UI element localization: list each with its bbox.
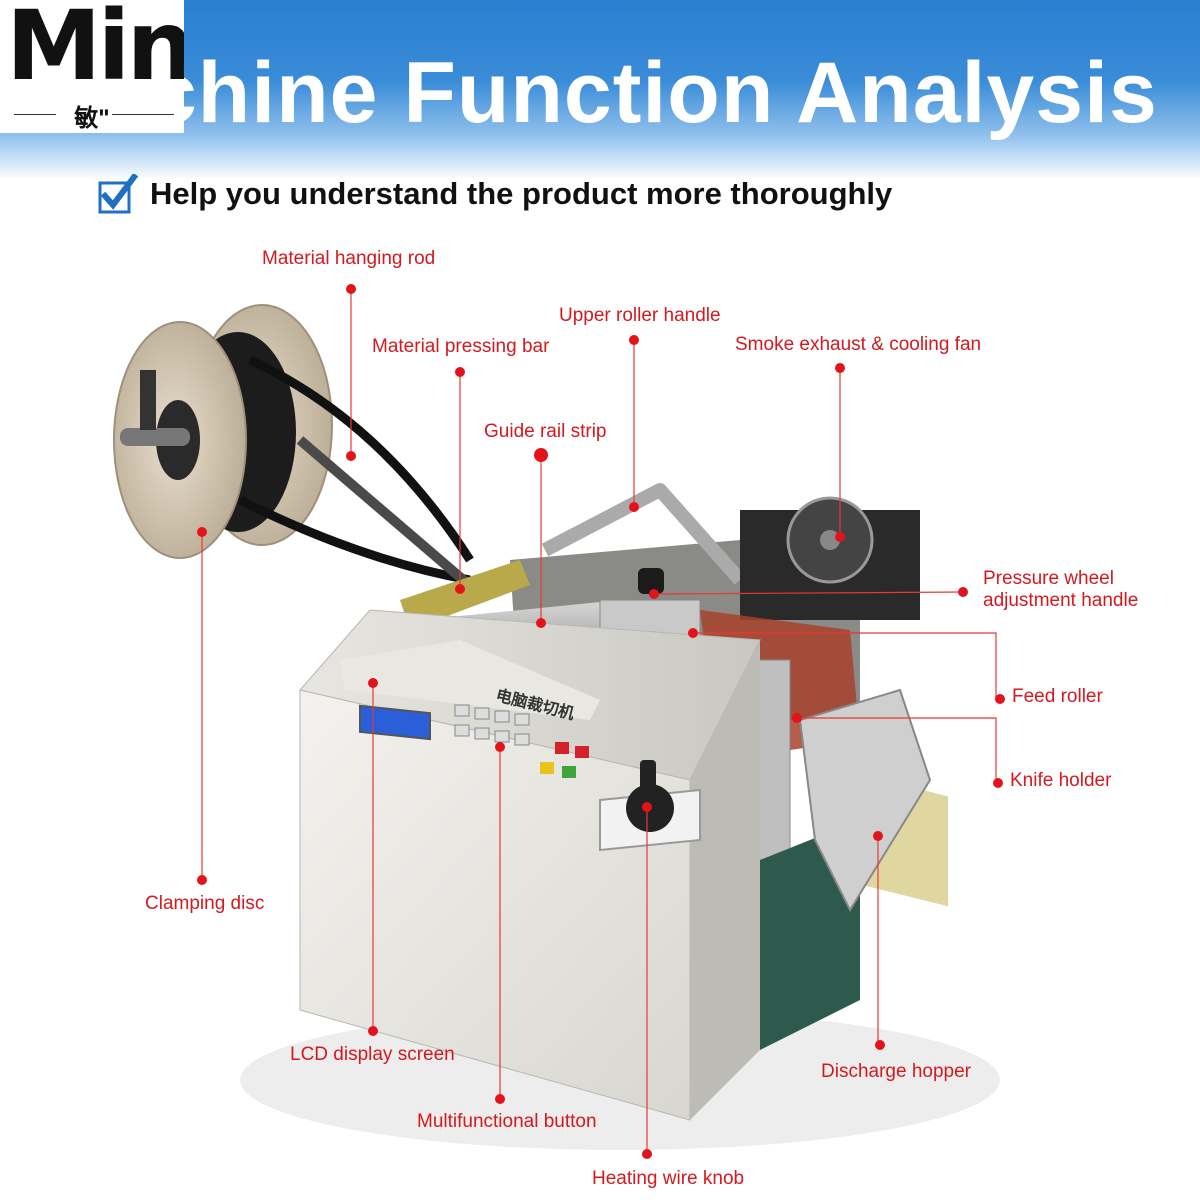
spool-axle [120,428,190,446]
callout-guide-rail-strip: Guide rail strip [484,421,607,442]
page-title: achine Function Analysis [100,45,1158,141]
logo-subtitle: 敏" [74,105,110,132]
lcd-screen-shape [359,704,431,741]
brand-logo: Min 敏" [0,0,184,133]
callout-discharge-hopper: Discharge hopper [821,1061,971,1082]
callout-heating-wire-knob: Heating wire knob [592,1168,745,1189]
fan-hub [820,530,840,550]
callout-pressure-wheel-handle: Pressure wheel adjustment handle [983,568,1139,611]
callout-knife-holder: Knife holder [1010,770,1112,791]
body-side [690,640,760,1120]
leader-dots [197,284,1005,1159]
button-grid [454,704,589,778]
discharge-hopper-shape [798,688,932,913]
logo-wordmark: Min [6,0,184,102]
callout-lcd-display-screen: LCD display screen [290,1044,455,1065]
knob-handle [640,760,656,806]
pressure-knob-shape [638,568,664,594]
callout-multifunctional-button: Multifunctional button [417,1111,597,1132]
checkbox-checked-icon [98,174,138,214]
pressing-bar-shape [400,560,530,630]
cable-strand-1 [248,355,474,563]
logo-rule-right [112,114,174,115]
logo-rule-left [14,114,56,115]
callout-smoke-exhaust-fan: Smoke exhaust & cooling fan [735,334,982,355]
header-banner [0,0,1200,180]
leader-lines [201,289,997,1154]
hanging-rod-shape [296,436,479,594]
callout-material-hanging-rod: Material hanging rod [262,248,436,269]
control-panel [340,640,600,720]
callout-upper-roller-handle: Upper roller handle [559,305,721,326]
callout-feed-roller: Feed roller [1012,686,1103,707]
page-subtitle: Help you understand the product more tho… [150,176,893,211]
cable-strand-2 [237,495,471,585]
upper-roller-handle-shape [541,483,746,585]
callout-clamping-disc: Clamping disc [145,893,265,914]
callout-material-pressing-bar: Material pressing bar [372,336,550,357]
spool-latch [140,370,156,430]
